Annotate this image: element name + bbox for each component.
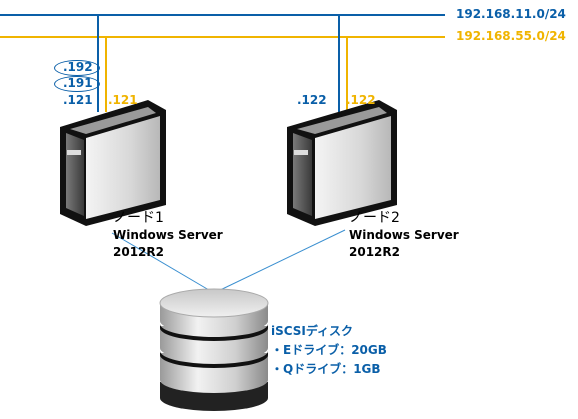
ip-oval [54, 76, 100, 92]
node1-label: ノード1 Windows Server 2012R2 [113, 210, 223, 261]
node1-ip-orange: .121 [108, 93, 138, 107]
network-label-orange: 192.168.55.0/24 [456, 29, 566, 43]
storage-line: ・Qドライブ：1GB [271, 362, 381, 376]
node2-storage-link [213, 229, 346, 294]
storage-label: iSCSIディスク ・Eドライブ：20GB ・Qドライブ：1GB [271, 322, 387, 379]
network-label-blue: 192.168.11.0/24 [456, 7, 566, 21]
node2-version: 2012R2 [349, 245, 400, 259]
node2-label: ノード2 Windows Server 2012R2 [349, 210, 459, 261]
node1-ip-blue: .192 [63, 60, 93, 74]
node2-name: ノード2 [349, 210, 400, 226]
node1-version: 2012R2 [113, 245, 164, 259]
node1-name: ノード1 [113, 210, 164, 226]
database-icon [159, 288, 269, 411]
server-icon [60, 100, 166, 226]
node2-ip-blue: .122 [297, 93, 327, 107]
node1-ip-blue: .121 [63, 93, 93, 107]
node2-os: Windows Server [349, 228, 459, 242]
storage-line: ・Eドライブ：20GB [271, 343, 387, 357]
node2-ip-orange: .122 [346, 93, 376, 107]
node1-os: Windows Server [113, 228, 223, 242]
server-icon [287, 100, 397, 226]
node1-storage-link [111, 232, 215, 294]
node1-ip-blue: .191 [63, 76, 93, 90]
storage-title: iSCSIディスク [271, 324, 354, 338]
